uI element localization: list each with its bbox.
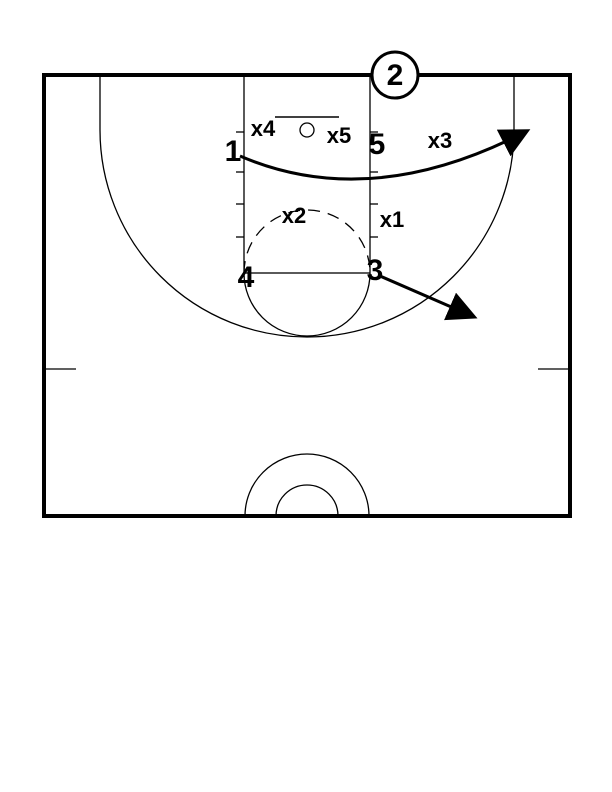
center-circle-outer (244, 453, 370, 517)
lane-hash-marks (236, 131, 378, 238)
defender-x3-label: x3 (428, 128, 452, 153)
player-1-label: 1 (225, 135, 242, 168)
center-circle-inner (275, 484, 339, 517)
defender-x2-label: x2 (282, 203, 306, 228)
player-3-label: 3 (367, 254, 384, 287)
defender-x1-label: x1 (380, 207, 404, 232)
free-throw-circle-bottom (243, 272, 371, 337)
defender-x5-label: x5 (327, 123, 351, 148)
free-throw-lane (243, 74, 371, 274)
defender-x4-label: x4 (251, 116, 276, 141)
player-5-label: 5 (369, 128, 386, 161)
player-4-label: 4 (238, 261, 255, 294)
rim (299, 122, 315, 138)
free-throw-circle-top (243, 209, 371, 274)
cut-path-player-1 (239, 129, 531, 181)
player-2-label: 2 (387, 59, 404, 92)
player-2-circle (370, 50, 420, 100)
cut-path-player-3 (379, 274, 478, 321)
three-point-line (99, 75, 515, 338)
court-boundary (42, 73, 572, 518)
